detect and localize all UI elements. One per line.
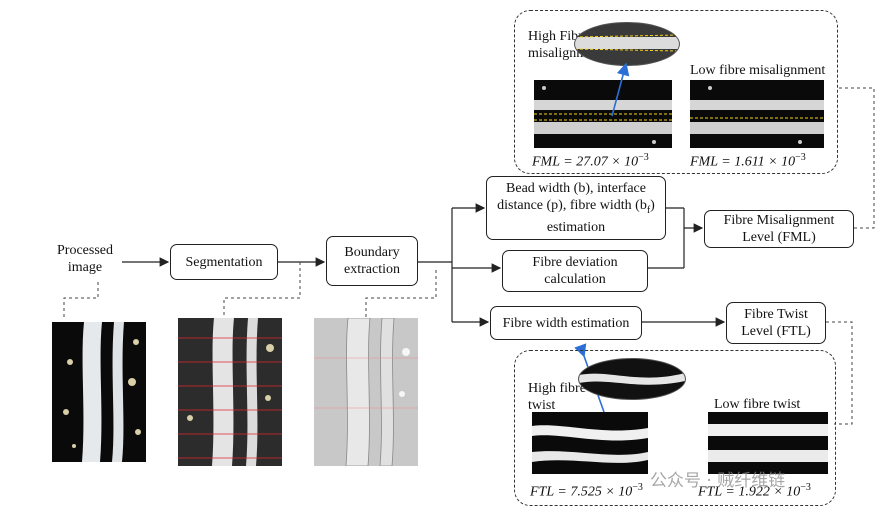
boundary-image: [314, 318, 418, 466]
fml-low-text: FML = 1.611 × 10: [690, 154, 796, 170]
high-twist-image: [532, 412, 648, 474]
fml-examples-panel: [514, 10, 838, 174]
boundary-extraction-box: Boundary extraction: [326, 236, 418, 286]
segmentation-box: Segmentation: [170, 244, 278, 280]
high-twist-zoom-graphic: [579, 373, 685, 385]
fibre-width-estimation-box: Fibre width estimation: [490, 306, 642, 340]
ftl-low-text: FTL = 1.922 × 10: [698, 484, 801, 500]
watermark: 公众号 · 贼纤维链: [650, 471, 786, 491]
high-twist-image-graphic: [532, 425, 648, 463]
ftl-box: Fibre Twist Level (FTL): [726, 302, 826, 344]
bead-width-label: Bead width (b), interface distance (p), …: [495, 180, 657, 236]
high-misalignment-image: [534, 80, 672, 148]
ftl-high-value: FTL = 7.525 × 10−3: [530, 482, 643, 501]
processed-image-label: Processed image: [57, 243, 113, 275]
fml-low-value: FML = 1.611 × 10−3: [690, 152, 806, 171]
ftl-low-value: FTL = 1.922 × 10−3: [698, 482, 811, 501]
boundary-image-graphic: [314, 318, 418, 466]
processed-image-graphic: [63, 322, 141, 462]
fml-high-exponent: −3: [638, 152, 649, 163]
processed-image: [52, 322, 146, 462]
boundary-extraction-label: Boundary extraction: [344, 245, 400, 277]
ftl-high-text: FTL = 7.525 × 10: [530, 484, 633, 500]
fibre-deviation-label: Fibre deviation calculation: [532, 255, 618, 287]
low-misalignment-image: [690, 80, 824, 148]
fml-low-exponent: −3: [795, 152, 806, 163]
segmentation-image-graphic: [178, 318, 282, 466]
low-misalignment-image-graphic: [690, 86, 824, 144]
segmentation-image: [178, 318, 282, 466]
fibre-deviation-box: Fibre deviation calculation: [502, 250, 648, 292]
ftl-high-exponent: −3: [632, 482, 643, 493]
high-misalignment-image-graphic: [534, 86, 672, 144]
fibre-width-estimation-label: Fibre width estimation: [502, 315, 630, 331]
segmentation-label: Segmentation: [185, 254, 263, 270]
bead-width-box: Bead width (b), interface distance (p), …: [486, 176, 666, 240]
high-misalignment-zoom: [574, 22, 680, 66]
fml-label: Fibre Misalignment Level (FML): [723, 213, 835, 245]
fml-box: Fibre Misalignment Level (FML): [704, 210, 854, 248]
high-twist-label: High fibre twist: [528, 381, 586, 413]
bead-width-text: Bead width (b), interface distance (p), …: [497, 181, 647, 214]
ftl-label: Fibre Twist Level (FTL): [741, 307, 811, 339]
fml-high-value: FML = 27.07 × 10−3: [532, 152, 649, 171]
high-twist-zoom: [578, 358, 686, 400]
low-twist-image: [708, 412, 828, 474]
bead-width-subscript: f: [646, 204, 651, 216]
low-twist-label: Low fibre twist: [714, 397, 801, 412]
fml-high-text: FML = 27.07 × 10: [532, 154, 639, 170]
low-twist-image-graphic: [708, 424, 828, 462]
bead-width-tail: ) estimation: [546, 198, 655, 235]
high-misalignment-zoom-graphic: [575, 34, 679, 52]
low-misalignment-label: Low fibre misalignment: [690, 63, 826, 78]
ftl-low-exponent: −3: [800, 482, 811, 493]
ftl-examples-panel: [514, 350, 836, 506]
